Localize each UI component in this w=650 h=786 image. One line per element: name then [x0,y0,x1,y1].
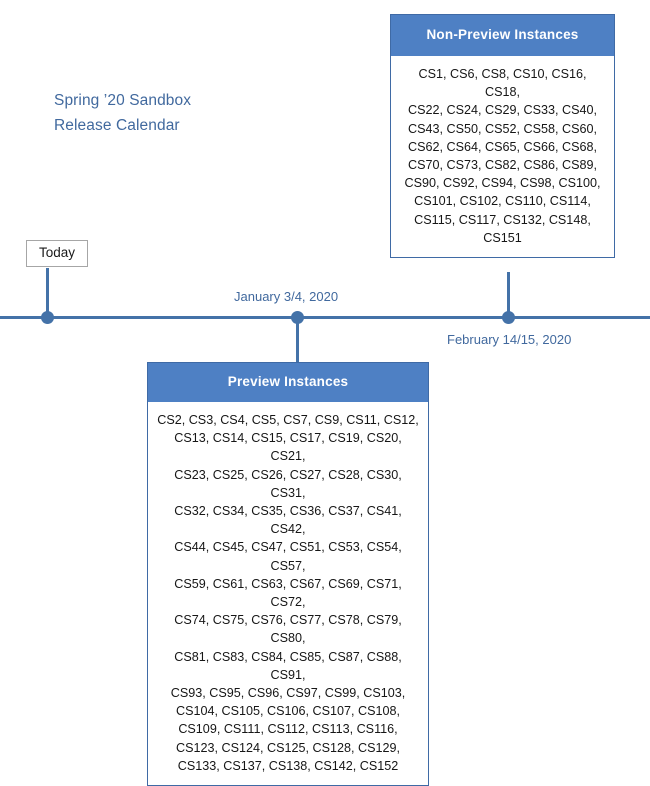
preview-instances-header: Preview Instances [148,363,428,402]
preview-instances-box: Preview Instances CS2, CS3, CS4, CS5, CS… [147,362,429,786]
non-preview-instances-header: Non-Preview Instances [391,15,614,56]
today-connector-line [46,268,49,318]
timeline-marker-february [502,311,515,324]
today-label: Today [26,240,89,267]
release-calendar-diagram: Spring ’20 Sandbox Release Calendar Non-… [0,14,650,786]
january-connector-line [296,317,299,363]
non-preview-instances-box: Non-Preview Instances CS1, CS6, CS8, CS1… [390,14,615,259]
non-preview-instances-list: CS1, CS6, CS8, CS10, CS16, CS18, CS22, C… [404,67,601,245]
january-date-label: January 3/4, 2020 [234,289,339,304]
february-connector-line [507,272,510,318]
february-date-label: February 14/15, 2020 [447,332,572,347]
page-title: Spring ’20 Sandbox Release Calendar [54,92,192,134]
timeline-marker-today [41,311,54,324]
preview-instances-list: CS2, CS3, CS4, CS5, CS7, CS9, CS11, CS12… [157,413,419,773]
timeline-axis [0,316,650,319]
